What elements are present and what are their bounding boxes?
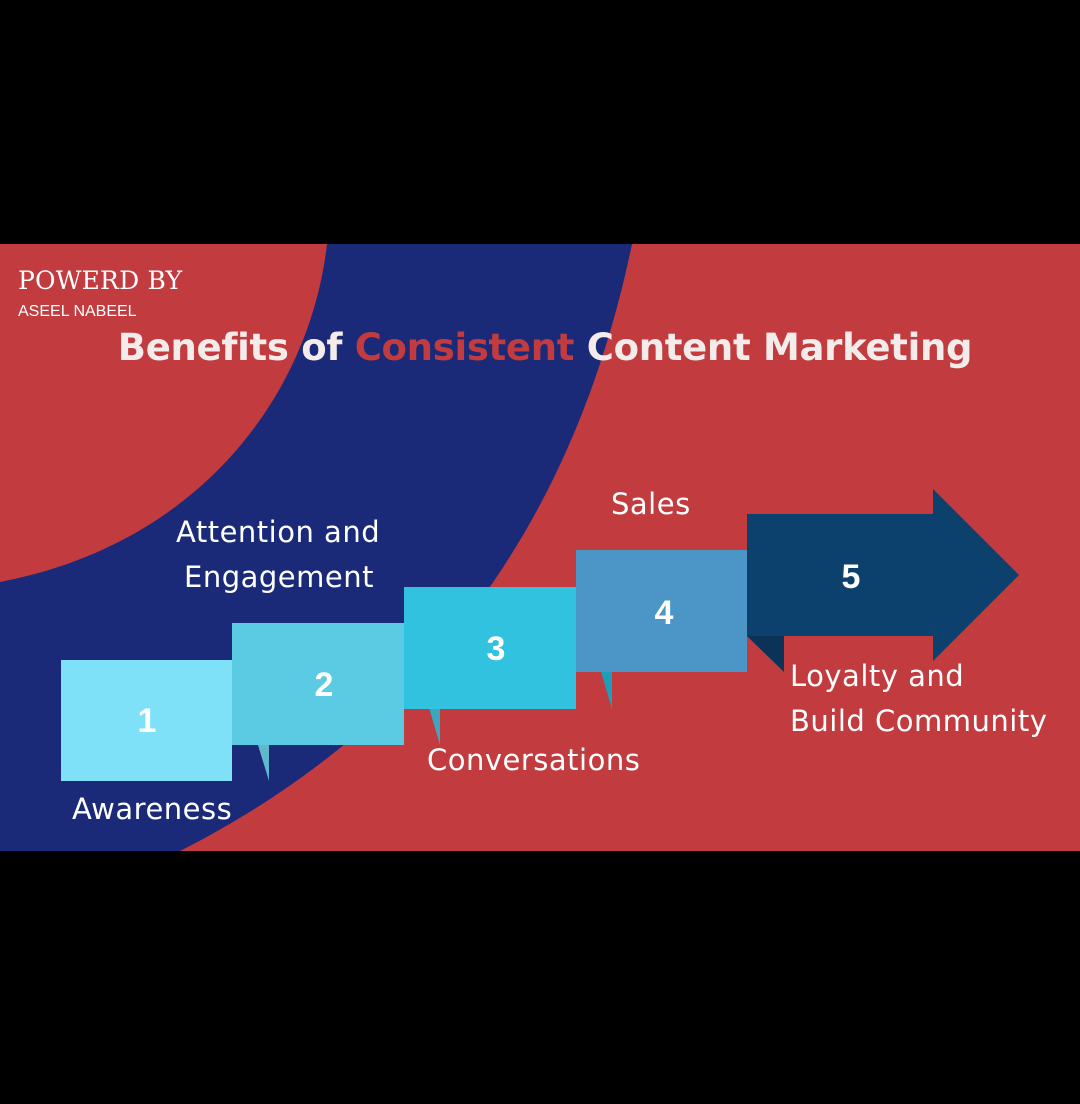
step-1-number: 1 <box>138 702 157 740</box>
title-part-2: Content Marketing <box>574 326 973 369</box>
step-5-number: 5 <box>842 558 861 596</box>
step-3-label-line-1: Conversations <box>427 743 641 777</box>
step-5-label: Loyalty and Build Community <box>790 654 1047 744</box>
credit-author: ASEEL NABEEL <box>18 303 137 320</box>
step-5-arrow: 5 <box>747 489 1019 672</box>
step-3-face <box>404 587 576 709</box>
credit-powered-by: POWERD BY <box>18 266 183 295</box>
step-4-number: 4 <box>655 594 674 632</box>
step-5-label-line-1: Loyalty and <box>790 659 965 693</box>
title-highlight: Consistent <box>354 326 575 369</box>
step-5-face <box>747 489 1019 661</box>
step-5-fold <box>747 636 784 672</box>
step-2-number: 2 <box>315 666 334 704</box>
step-4-label: Sales <box>611 482 691 527</box>
step-4-face <box>576 550 747 672</box>
step-3-number: 3 <box>487 630 506 668</box>
step-2-label-line-1: Attention and <box>176 515 381 549</box>
title-part-1: Benefits of <box>117 326 355 369</box>
infographic-banner: 1 2 3 4 5 POWERD BY ASEEL NABEEL Benefit <box>0 244 1080 851</box>
step-1-face <box>61 660 232 781</box>
step-4-label-line-1: Sales <box>611 487 691 521</box>
step-2-label: Attention and Engagement <box>176 510 380 600</box>
step-2-face <box>232 623 404 745</box>
step-1-label-line-1: Awareness <box>72 792 233 826</box>
background-shapes: 1 2 3 4 5 <box>0 244 1080 851</box>
step-2-label-line-2: Engagement <box>184 560 374 594</box>
step-5-label-line-2: Build Community <box>790 704 1048 738</box>
page-title: Benefits of Consistent Content Marketing <box>0 326 1080 369</box>
step-1-label: Awareness <box>72 787 232 832</box>
step-3-label: Conversations <box>427 738 640 783</box>
